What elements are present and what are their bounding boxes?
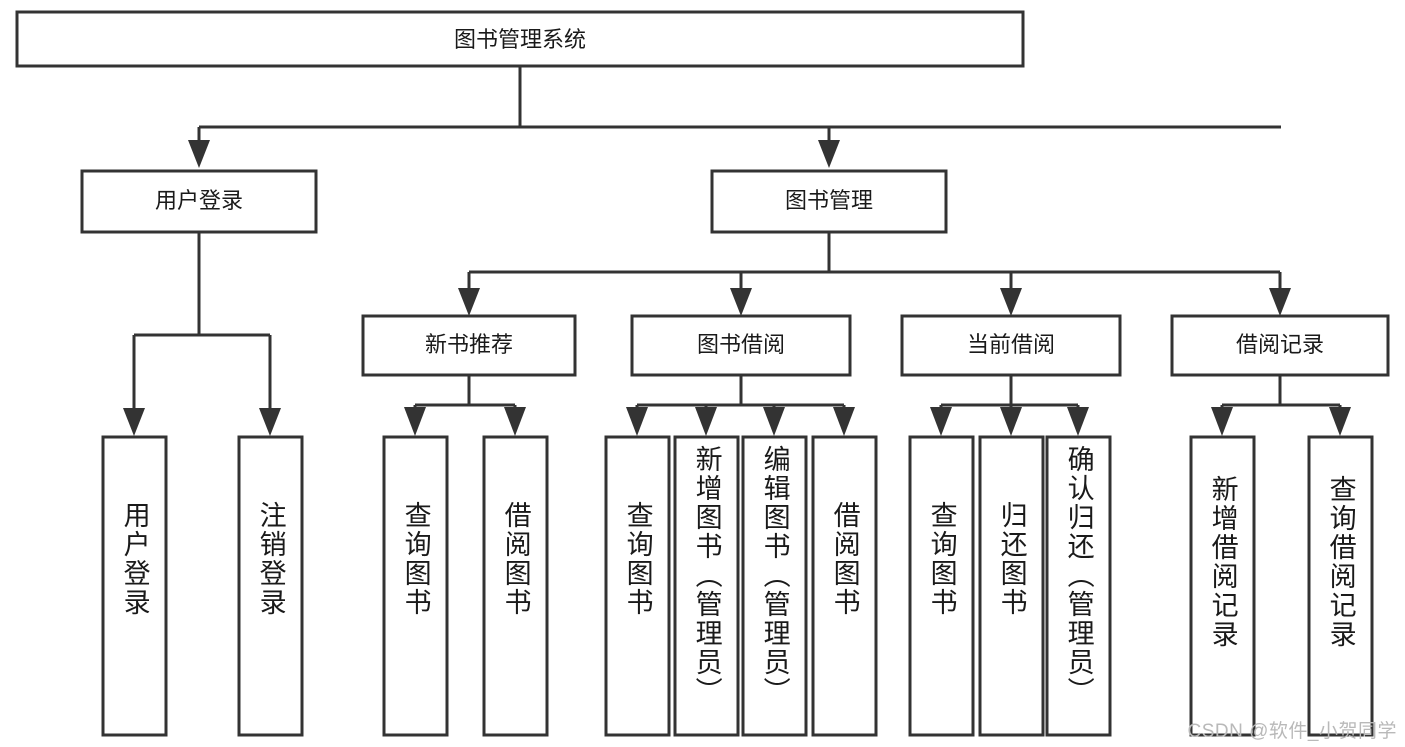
connector-newbook-to-leaves: [404, 375, 526, 436]
leaf-box-current-query-book[interactable]: [908, 435, 975, 737]
node-book-borrow[interactable]: 图书借阅: [630, 314, 852, 377]
leaf-box-borrow-add-book[interactable]: [673, 435, 740, 737]
node-borrow-record[interactable]: 借阅记录: [1170, 314, 1390, 377]
node-new-book-recommend-label: 新书推荐: [425, 332, 513, 357]
leaf-box-borrow-query-book[interactable]: [604, 435, 671, 737]
leaf-box-record-add[interactable]: [1189, 435, 1256, 737]
watermark-text: CSDN @软件_小贺同学: [1187, 721, 1397, 742]
node-root-label: 图书管理系统: [454, 27, 586, 52]
leaf-box-current-return-book[interactable]: [978, 435, 1045, 737]
leaf-box-borrow-edit-book[interactable]: [741, 435, 808, 737]
node-book-borrow-label: 图书借阅: [697, 332, 785, 357]
node-borrow-record-label: 借阅记录: [1236, 332, 1324, 357]
connector-borrowrecord-to-leaves: [1211, 375, 1351, 436]
leaf-box-borrow-lend-book[interactable]: [811, 435, 878, 737]
node-book-management-label: 图书管理: [785, 188, 873, 213]
leaf-box-recommend-query-book[interactable]: [382, 435, 449, 737]
node-user-login-label: 用户登录: [155, 188, 243, 213]
leaf-box-recommend-borrow-book[interactable]: [482, 435, 549, 737]
node-current-borrow-label: 当前借阅: [967, 332, 1055, 357]
leaf-box-user-logout[interactable]: [237, 435, 304, 737]
connector-userlogin-to-leaves: [123, 232, 281, 436]
connector-currentborrow-to-leaves: [930, 375, 1089, 436]
node-user-login[interactable]: 用户登录: [80, 169, 318, 234]
connector-root-to-level2: [188, 66, 1281, 168]
leaf-box-current-confirm-return[interactable]: [1045, 435, 1112, 737]
node-current-borrow[interactable]: 当前借阅: [900, 314, 1122, 377]
node-book-management[interactable]: 图书管理: [710, 169, 948, 234]
node-new-book-recommend[interactable]: 新书推荐: [361, 314, 577, 377]
connector-bookborrow-to-leaves: [626, 375, 855, 436]
node-root-system[interactable]: 图书管理系统: [15, 10, 1025, 68]
leaf-box-user-login[interactable]: [101, 435, 168, 737]
connector-bookmgmt-to-level3: [458, 232, 1291, 316]
leaf-box-record-query[interactable]: [1307, 435, 1374, 737]
